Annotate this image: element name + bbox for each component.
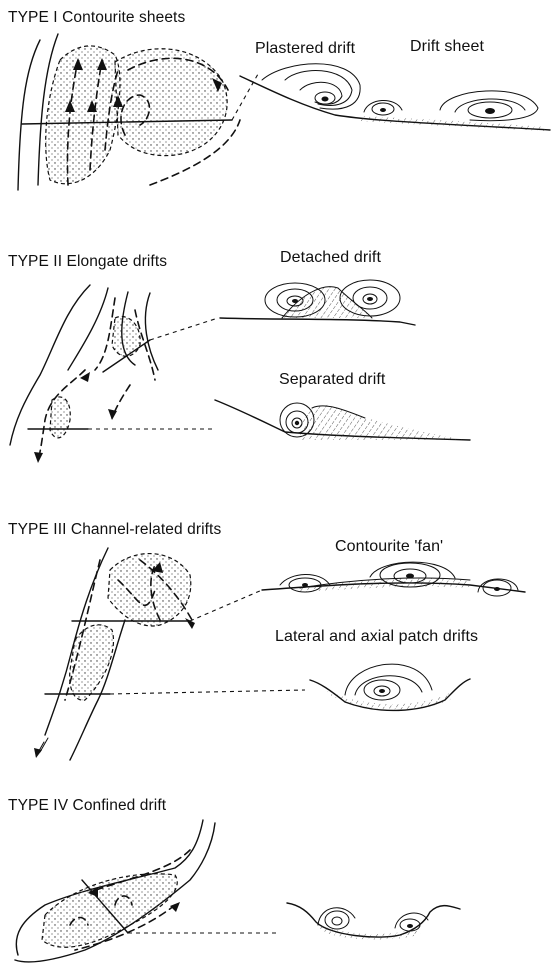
type-4-plan-view: [15, 820, 280, 962]
type-1-plan-view: [18, 34, 258, 190]
type-4-section: [287, 903, 460, 940]
type-2-separated-section: [215, 400, 470, 440]
type-2-detached-section: [220, 280, 415, 325]
type-3-plan-view: [34, 548, 305, 760]
type-3-patch-section: [310, 664, 470, 710]
type-3-fan-section: [262, 562, 525, 596]
type-1-section: [240, 64, 550, 131]
type-2-plan-view: [10, 285, 218, 463]
